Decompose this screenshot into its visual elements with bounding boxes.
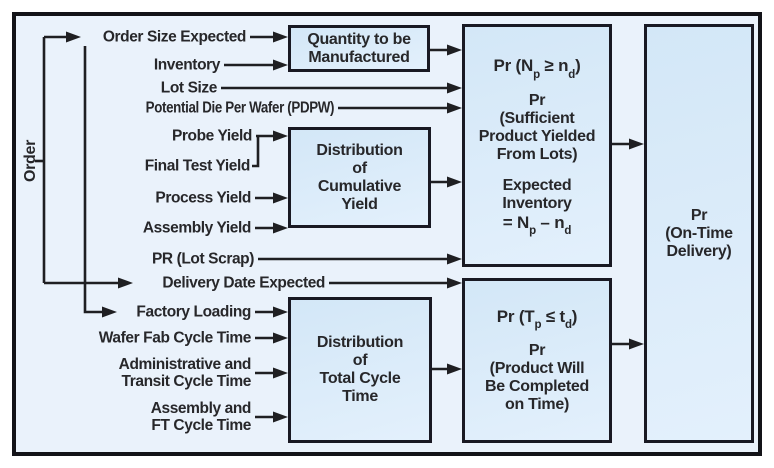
expected-inventory-label: Expected Inventory <box>502 176 572 212</box>
box-quantity-to-be-manufactured: Quantity to be Manufactured <box>288 25 430 72</box>
box-quantity-text: Quantity to be Manufactured <box>307 30 411 66</box>
yield-probability-formula: Pr (Np ≥ nd) <box>493 56 581 81</box>
label-admin-transit-cycle-time: Administrative and Transit Cycle Time <box>118 356 252 390</box>
order-label: Order <box>22 139 39 183</box>
formula-sub: p <box>534 319 542 332</box>
formula-text: ) <box>571 306 578 326</box>
label-assembly-ft-cycle-time: Assembly and FT Cycle Time <box>150 400 252 434</box>
formula-text: ) <box>575 56 581 76</box>
formula-text: ≥ n <box>539 56 569 76</box>
formula-text: – n <box>535 212 565 232</box>
expected-inventory-formula: = Np – nd <box>502 212 572 237</box>
label-delivery-date-expected: Delivery Date Expected <box>162 274 325 292</box>
formula-sub: d <box>564 224 572 237</box>
time-probability-formula: Pr (Tp ≤ td) <box>496 306 578 332</box>
yield-probability-description: Pr (Sufficient Product Yielded From Lots… <box>478 91 596 163</box>
on-time-delivery-text: Pr (On-Time Delivery) <box>665 206 733 260</box>
box-yield-probability: Pr (Np ≥ nd) Pr (Sufficient Product Yiel… <box>462 24 612 267</box>
box-cumulative-yield-text: Distribution of Cumulative Yield <box>316 141 403 213</box>
box-time-probability: Pr (Tp ≤ td) Pr (Product Will Be Complet… <box>462 278 612 443</box>
formula-sub: d <box>568 68 576 81</box>
formula-sub: p <box>529 224 536 237</box>
label-lot-size: Lot Size <box>160 79 218 97</box>
time-probability-description: Pr (Product Will Be Completed on Time) <box>485 342 589 414</box>
box-total-cycle-text: Distribution of Total Cycle Time <box>316 334 404 405</box>
formula-text: Pr (T <box>496 306 535 326</box>
label-inventory: Inventory <box>153 56 221 74</box>
label-process-yield: Process Yield <box>155 189 251 207</box>
label-final-test-yield: Final Test Yield <box>144 157 251 175</box>
formula-text: Pr (N <box>493 56 534 76</box>
expected-inventory-group: Expected Inventory = Np – nd <box>502 176 572 237</box>
label-factory-loading: Factory Loading <box>136 303 251 321</box>
label-pr-lot-scrap: PR (Lot Scrap) <box>151 250 254 268</box>
formula-text: = N <box>502 212 530 232</box>
box-distribution-total-cycle-time: Distribution of Total Cycle Time <box>288 297 432 443</box>
label-probe-yield: Probe Yield <box>171 127 252 145</box>
label-assembly-yield: Assembly Yield <box>142 219 252 237</box>
formula-sub: d <box>564 319 572 332</box>
label-wafer-fab-cycle-time: Wafer Fab Cycle Time <box>98 329 252 347</box>
formula-text: ≤ t <box>541 306 565 326</box>
formula-sub: p <box>533 68 540 81</box>
box-on-time-delivery: Pr (On-Time Delivery) <box>644 24 754 443</box>
box-distribution-cumulative-yield: Distribution of Cumulative Yield <box>288 127 431 228</box>
label-pdpw: Potential Die Per Wafer (PDPW) <box>145 99 335 117</box>
label-order-size-expected: Order Size Expected <box>102 28 247 46</box>
